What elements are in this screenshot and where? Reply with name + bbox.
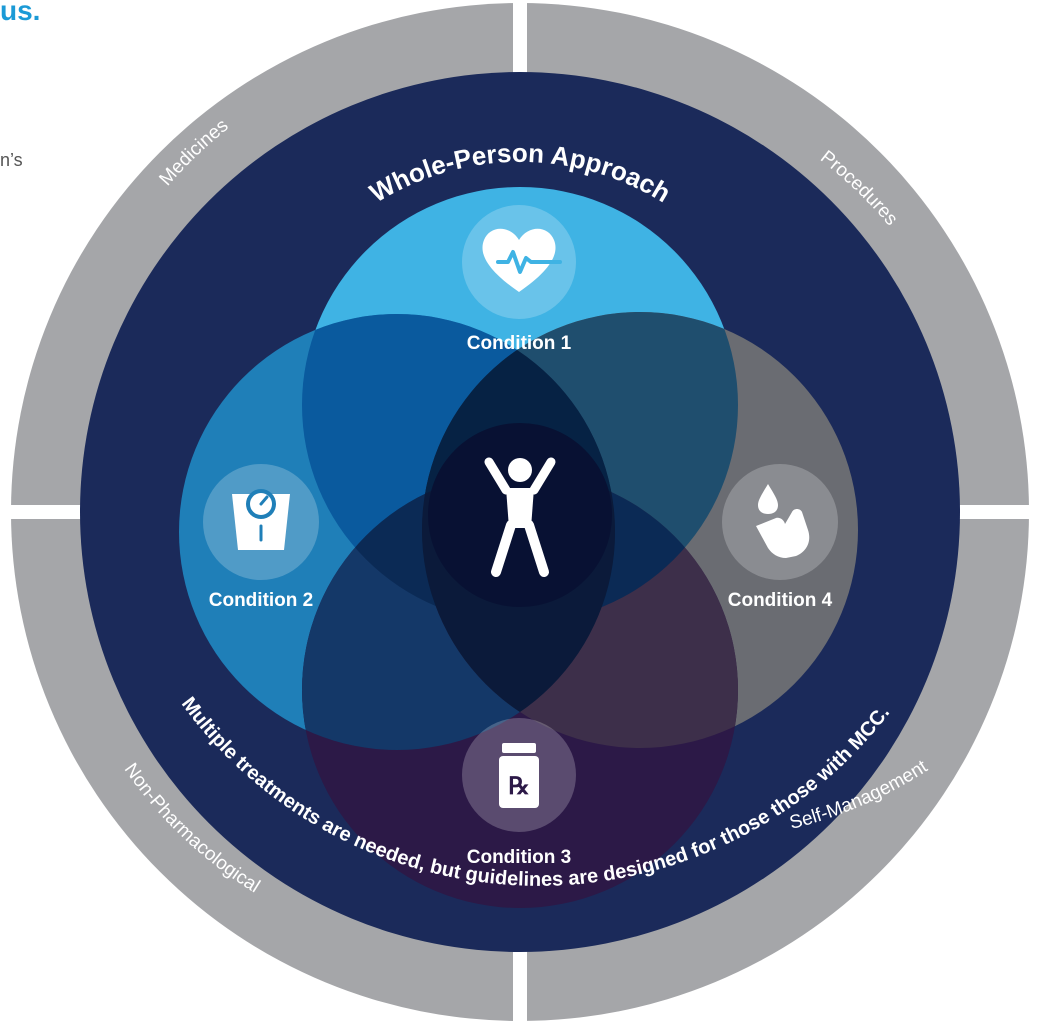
page-heading-fragment: us.: [0, 0, 41, 26]
overlap-2-3-4: [422, 472, 615, 748]
finger-drop-icon: [756, 484, 810, 558]
condition-1-label: Condition 1: [467, 333, 572, 354]
overlap-1-2-4: [422, 314, 615, 623]
condition-4-label: Condition 4: [728, 590, 833, 611]
prescription-bottle-icon: ℞: [499, 743, 539, 808]
condition-3-label: Condition 3: [467, 847, 571, 868]
overlap-1-3: [302, 472, 738, 623]
condition-2-label: Condition 2: [209, 590, 313, 611]
condition-4-icon-badge: [722, 464, 838, 580]
svg-text:℞: ℞: [508, 773, 530, 800]
person-icon: [484, 457, 556, 577]
condition-2-icon-badge: [203, 464, 319, 580]
heartbeat-icon: [482, 228, 562, 292]
condition-1-icon-badge: [462, 205, 576, 319]
condition-3-icon-badge: ℞: [462, 718, 576, 832]
scale-icon: [232, 489, 290, 550]
body-text-fragment: n’s: [0, 150, 23, 170]
